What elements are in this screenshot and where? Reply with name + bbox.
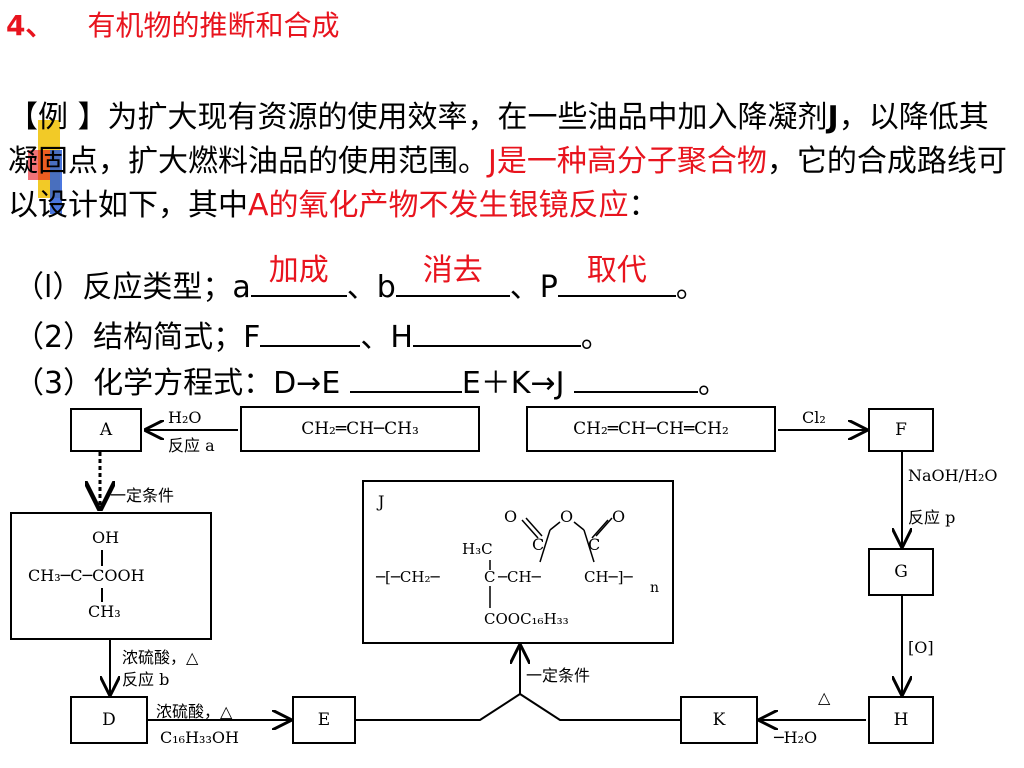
q1-end: 。 bbox=[675, 270, 706, 305]
acid-center-c: C bbox=[70, 566, 83, 585]
label-cl2: Cl₂ bbox=[802, 408, 826, 427]
bond-up bbox=[101, 550, 103, 566]
answer-a: 加成 bbox=[268, 253, 329, 288]
question-3: （3）化学方程式：D→E E＋K→J 。 bbox=[14, 358, 728, 402]
compound-a-box: A bbox=[70, 408, 142, 452]
acid-right: ─COOH bbox=[82, 566, 145, 585]
polymer-j-label: J bbox=[378, 492, 385, 511]
paragraph-red-1: J是一种高分子聚合物 bbox=[488, 144, 767, 179]
ring-c-right: C bbox=[588, 535, 600, 554]
q3-end: 。 bbox=[697, 366, 728, 401]
q3-prefix: （3）化学方程式：D→E bbox=[14, 366, 350, 401]
butadiene-box: CH₂═CH─CH═CH₂ bbox=[526, 406, 776, 452]
q1-prefix: （l）反应类型；a bbox=[14, 270, 251, 305]
carbonyl-o-right: O bbox=[612, 507, 625, 526]
slide-title: 4、有机物的推断和合成 bbox=[6, 4, 340, 44]
paragraph-bold-j: J bbox=[827, 100, 839, 135]
ch-2: CH─]─ bbox=[584, 568, 633, 586]
compound-d-label: D bbox=[102, 710, 116, 730]
compound-h-label: H bbox=[893, 710, 909, 730]
propene-box: CH₂═CH─CH₃ bbox=[240, 406, 480, 452]
methyl-h3c: H₃C bbox=[462, 540, 493, 558]
answer-blank-p[interactable]: 取代 bbox=[557, 253, 676, 297]
hydroxy-acid-box bbox=[10, 512, 212, 640]
quaternary-c: C bbox=[484, 568, 495, 586]
paragraph-text-1: 【例 】为扩大现有资源的使用效率，在一些油品中加入降凝剂 bbox=[8, 100, 828, 135]
problem-paragraph: 【例 】为扩大现有资源的使用效率，在一些油品中加入降凝剂J，以降低其凝固点，扩大… bbox=[8, 96, 1018, 228]
paragraph-red-2: A的氧化产物不发生银镜反应 bbox=[248, 188, 629, 223]
chain-left: ─[─CH₂─ bbox=[375, 568, 440, 586]
q3-mid: E＋K→J bbox=[461, 366, 574, 401]
label-reaction-b: 反应 b bbox=[122, 670, 170, 689]
q2-end: 。 bbox=[580, 320, 611, 355]
ring-c-left: C bbox=[532, 535, 544, 554]
ester-group: COOC₁₆H₃₃ bbox=[484, 610, 569, 628]
title-text: 有机物的推断和合成 bbox=[87, 9, 340, 42]
answer-blank-h[interactable] bbox=[412, 315, 581, 347]
label-reaction-p: 反应 p bbox=[908, 508, 956, 527]
answer-blank-de[interactable] bbox=[349, 361, 462, 393]
title-number: 4、 bbox=[6, 9, 54, 42]
paragraph-text-4: ： bbox=[628, 188, 659, 223]
label-h2o: H₂O bbox=[168, 408, 202, 427]
answer-blank-a[interactable]: 加成 bbox=[250, 253, 347, 297]
decor-block-red bbox=[28, 150, 50, 180]
butadiene-formula: CH₂═CH─CH═CH₂ bbox=[573, 419, 729, 439]
label-conc-h2so4-1: 浓硫酸，△ bbox=[122, 648, 199, 667]
label-h2o-k: ─H₂O bbox=[774, 728, 818, 747]
label-condition-2: 一定条件 bbox=[526, 666, 591, 685]
q2-prefix: （2）结构简式；F bbox=[14, 320, 261, 355]
methyl-group: CH₃ bbox=[88, 602, 121, 621]
compound-k-label: K bbox=[712, 710, 726, 730]
label-naoh: NaOH/H₂O bbox=[908, 466, 998, 485]
ring-o: O bbox=[560, 507, 573, 526]
label-condition-1: 一定条件 bbox=[110, 486, 175, 505]
answer-b: 消去 bbox=[422, 253, 483, 288]
compound-k-box: K bbox=[680, 696, 758, 744]
label-delta: △ bbox=[818, 688, 831, 707]
repeat-n: n bbox=[650, 580, 659, 596]
answer-blank-f[interactable] bbox=[260, 315, 361, 347]
question-2: （2）结构简式；F 、H 。 bbox=[14, 312, 611, 356]
acid-left: CH₃─ bbox=[28, 566, 71, 585]
propene-formula: CH₂═CH─CH₃ bbox=[301, 419, 419, 439]
compound-f-label: F bbox=[895, 420, 907, 440]
label-alcohol: C₁₆H₃₃OH bbox=[160, 728, 239, 747]
label-conc-h2so4-2: 浓硫酸，△ bbox=[156, 702, 233, 721]
decor-block-blue bbox=[50, 150, 62, 214]
bond-down bbox=[101, 588, 103, 602]
paragraph-text-3: ，它的合成路线可以设计如下，其中 bbox=[8, 144, 1007, 223]
compound-a-label: A bbox=[99, 420, 113, 440]
label-oxidation: [O] bbox=[908, 638, 934, 657]
label-reaction-a: 反应 a bbox=[168, 436, 215, 455]
answer-blank-b[interactable]: 消去 bbox=[395, 253, 510, 297]
compound-e-box: E bbox=[292, 696, 356, 744]
compound-g-box: G bbox=[868, 548, 934, 596]
question-1: （l）反应类型；a 加成、b 消去、P 取代。 bbox=[14, 253, 706, 306]
oh-group: OH bbox=[92, 528, 120, 547]
polymer-j-box bbox=[362, 480, 674, 644]
q2-sep-h: 、H bbox=[360, 320, 413, 355]
acid-main-chain: CH₃─C─COOH bbox=[28, 566, 145, 585]
answer-p: 取代 bbox=[586, 253, 647, 288]
polymer-structure: O O O C C H₃C ─[─CH₂─ C ─CH─ CH─]─ n COO… bbox=[375, 507, 659, 628]
compound-f-box: F bbox=[868, 408, 934, 452]
q1-sep-b: 、b bbox=[346, 270, 396, 305]
carbonyl-o-left: O bbox=[504, 507, 517, 526]
compound-h-box: H bbox=[868, 696, 934, 744]
paragraph-text-2: ，以降低其凝固点，扩大燃料油品的使用范围。 bbox=[8, 100, 989, 179]
q1-sep-p: 、P bbox=[509, 270, 558, 305]
compound-d-box: D bbox=[70, 696, 148, 744]
answer-blank-ekj[interactable] bbox=[573, 361, 698, 393]
compound-g-label: G bbox=[894, 562, 908, 582]
compound-e-label: E bbox=[317, 710, 331, 730]
ch-1: ─CH─ bbox=[497, 568, 542, 586]
